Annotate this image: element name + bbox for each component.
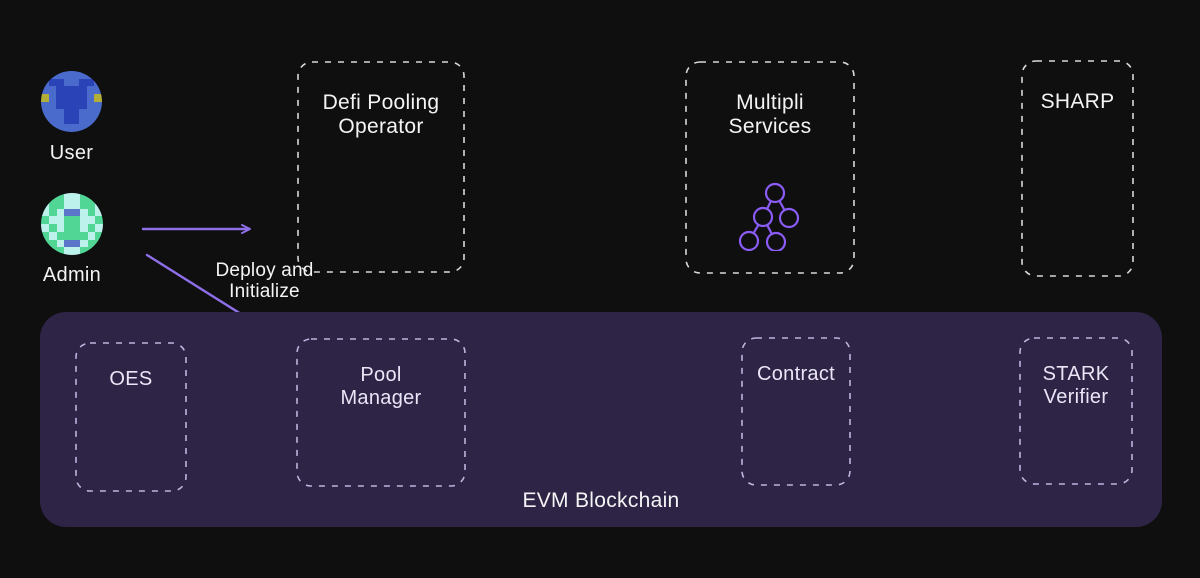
dashed-border (297, 61, 465, 273)
box-title-line1: Pool (360, 364, 402, 386)
box-title-line2: Manager (340, 387, 422, 409)
tree-icon (738, 182, 800, 251)
admin-avatar (41, 193, 103, 255)
box-title: Multipli Services (685, 61, 855, 139)
box-title-line1: Defi Pooling (322, 91, 440, 114)
box-title-line1: Contract (757, 363, 835, 385)
evm-blockchain-container: OES Pool Manager Contract STARK Verifier… (40, 312, 1162, 527)
admin-label: Admin (42, 264, 102, 286)
oes-box: OES (75, 342, 187, 492)
pool-manager-box: Pool Manager (296, 338, 466, 487)
box-title: Defi Pooling Operator (297, 61, 465, 139)
contract-box: Contract (741, 337, 851, 486)
dashed-border (1021, 60, 1134, 277)
box-title-line1: OES (109, 368, 153, 390)
deploy-label-line1: Deploy and (215, 260, 314, 281)
dashed-border (75, 342, 187, 492)
box-title: STARK Verifier (1019, 337, 1133, 409)
dashed-border (1019, 337, 1133, 485)
user-label: User (49, 142, 94, 164)
box-title: Contract (741, 337, 851, 386)
stark-verifier-box: STARK Verifier (1019, 337, 1133, 485)
deploy-initialize-label: Deploy and Initialize (187, 260, 342, 302)
dashed-border (741, 337, 851, 486)
dashed-border (685, 61, 855, 274)
user-avatar (41, 71, 102, 132)
box-title-line1: STARK (1042, 363, 1110, 385)
box-title: OES (75, 342, 187, 391)
box-title-line2: Verifier (1043, 386, 1109, 408)
box-title-line2: Operator (338, 115, 424, 138)
box-title: SHARP (1021, 60, 1134, 114)
box-title-line2: Services (728, 115, 812, 138)
box-title: Pool Manager (296, 338, 466, 410)
box-title-line1: Multipli (736, 91, 804, 114)
dashed-border (296, 338, 466, 487)
sharp-box: SHARP (1021, 60, 1134, 277)
deploy-label-line2: Initialize (229, 280, 300, 302)
multipli-services-box: Multipli Services (685, 61, 855, 274)
defi-pooling-operator-box: Defi Pooling Operator (297, 61, 465, 273)
box-title-line1: SHARP (1040, 90, 1115, 113)
evm-blockchain-label: EVM Blockchain (522, 489, 680, 512)
